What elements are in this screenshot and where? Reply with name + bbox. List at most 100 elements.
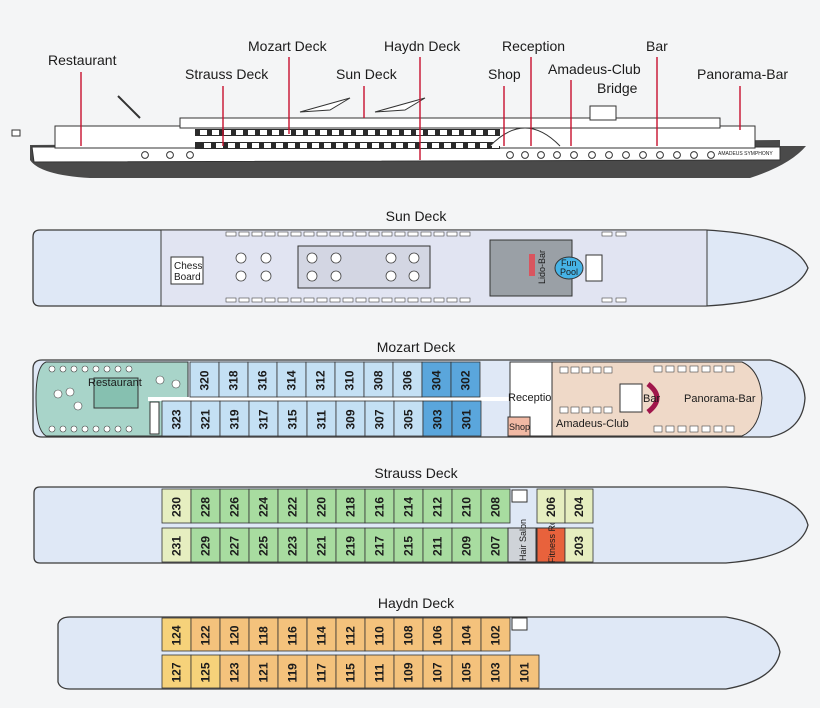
cabin-210[interactable] bbox=[451, 488, 482, 524]
cabin-107[interactable] bbox=[422, 654, 453, 689]
cabin-207[interactable] bbox=[480, 527, 511, 563]
cabin-320[interactable] bbox=[189, 361, 220, 398]
cabin-308[interactable] bbox=[363, 361, 394, 398]
cabin-104[interactable] bbox=[451, 617, 482, 652]
cabin-window bbox=[456, 143, 463, 148]
cabin-101[interactable] bbox=[509, 654, 540, 689]
cabin-window bbox=[368, 130, 375, 135]
porthole bbox=[521, 151, 529, 159]
sun-deck: Sun Deck Chess Board Lido-Bar Fun Pool bbox=[32, 208, 809, 307]
cabin-106[interactable] bbox=[422, 617, 453, 652]
cabin-118[interactable] bbox=[248, 617, 279, 652]
cabin-321[interactable] bbox=[190, 400, 221, 437]
cabin-number: 125 bbox=[199, 662, 213, 682]
cabin-window bbox=[240, 143, 247, 148]
cabin-303[interactable] bbox=[422, 400, 453, 437]
cabin-window bbox=[488, 130, 495, 135]
cabin-305[interactable] bbox=[393, 400, 424, 437]
cabin-window bbox=[272, 130, 279, 135]
cabin-302[interactable] bbox=[450, 361, 481, 398]
cabin-227[interactable] bbox=[219, 527, 250, 563]
sun-lounger bbox=[264, 297, 276, 303]
cabin-window bbox=[200, 130, 207, 135]
cabin-323[interactable] bbox=[161, 400, 192, 437]
cabin-103[interactable] bbox=[480, 654, 511, 689]
cabin-window bbox=[404, 130, 411, 135]
cabin-number: 315 bbox=[286, 409, 300, 429]
chess-label-1: Chess bbox=[174, 261, 202, 272]
cabin-number: 121 bbox=[257, 662, 271, 682]
cabin-218[interactable] bbox=[335, 488, 366, 524]
cabin-209[interactable] bbox=[451, 527, 482, 563]
cabin-number: 114 bbox=[315, 626, 329, 646]
cabin-111[interactable] bbox=[364, 654, 395, 689]
cabin-316[interactable] bbox=[247, 361, 278, 398]
cabin-212[interactable] bbox=[422, 488, 453, 524]
cabin-221[interactable] bbox=[306, 527, 337, 563]
cabin-314[interactable] bbox=[276, 361, 307, 398]
cabin-229[interactable] bbox=[190, 527, 221, 563]
cabin-226[interactable] bbox=[219, 488, 250, 524]
cabin-230[interactable] bbox=[161, 488, 192, 524]
lounge-seat bbox=[603, 406, 613, 414]
cabin-122[interactable] bbox=[190, 617, 221, 652]
cabin-228[interactable] bbox=[190, 488, 221, 524]
cabin-317[interactable] bbox=[248, 400, 279, 437]
cabin-number: 111 bbox=[373, 663, 387, 682]
cabin-224[interactable] bbox=[248, 488, 279, 524]
cabin-208[interactable] bbox=[480, 488, 511, 524]
cabin-206[interactable] bbox=[536, 488, 566, 524]
cabin-125[interactable] bbox=[190, 654, 221, 689]
restaurant-seat bbox=[103, 365, 111, 373]
sun-lounger bbox=[238, 297, 250, 303]
cabin-number: 214 bbox=[402, 497, 416, 517]
porthole bbox=[553, 151, 561, 159]
cabin-number: 123 bbox=[228, 662, 242, 682]
restaurant-seat bbox=[92, 425, 100, 433]
fun-pool bbox=[554, 256, 584, 280]
cabin-306[interactable] bbox=[392, 361, 423, 398]
cabin-203[interactable] bbox=[564, 527, 594, 563]
cabin-110[interactable] bbox=[364, 617, 395, 652]
cabin-225[interactable] bbox=[248, 527, 279, 563]
cabin-116[interactable] bbox=[277, 617, 308, 652]
cabin-309[interactable] bbox=[335, 400, 366, 437]
cabin-number: 122 bbox=[199, 625, 213, 645]
sun-lounger bbox=[394, 297, 406, 303]
cabin-115[interactable] bbox=[335, 654, 366, 689]
cabin-220[interactable] bbox=[306, 488, 337, 524]
cabin-301[interactable] bbox=[451, 400, 482, 437]
cabin-307[interactable] bbox=[364, 400, 395, 437]
cabin-231[interactable] bbox=[161, 527, 192, 563]
lounge-seat bbox=[653, 425, 663, 433]
cabin-117[interactable] bbox=[306, 654, 337, 689]
mozart-stair-aft bbox=[149, 401, 160, 435]
cabin-114[interactable] bbox=[306, 617, 337, 652]
sun-lounger bbox=[446, 297, 458, 303]
cabin-109[interactable] bbox=[393, 654, 424, 689]
cabin-124[interactable] bbox=[161, 617, 192, 652]
restaurant-table bbox=[65, 387, 75, 397]
sun-lounger bbox=[433, 231, 445, 237]
cabin-number: 314 bbox=[285, 370, 299, 390]
cabin-223[interactable] bbox=[277, 527, 308, 563]
cabin-121[interactable] bbox=[248, 654, 279, 689]
sun-lounger bbox=[238, 231, 250, 237]
porthole bbox=[605, 151, 613, 159]
cabin-window bbox=[356, 130, 363, 135]
cabin-number: 107 bbox=[431, 662, 445, 682]
sun-table bbox=[306, 252, 318, 264]
cabin-319[interactable] bbox=[219, 400, 250, 437]
cabin-127[interactable] bbox=[161, 654, 192, 689]
cabin-204[interactable] bbox=[564, 488, 594, 524]
cabin-number: 127 bbox=[170, 662, 184, 682]
sun-lounger bbox=[615, 231, 627, 237]
sun-table bbox=[408, 252, 420, 264]
cabin-120[interactable] bbox=[219, 617, 250, 652]
cabin-number: 303 bbox=[431, 409, 445, 429]
cabin-102[interactable] bbox=[480, 617, 511, 652]
cabin-312[interactable] bbox=[305, 361, 336, 398]
cabin-number: 227 bbox=[228, 536, 242, 556]
